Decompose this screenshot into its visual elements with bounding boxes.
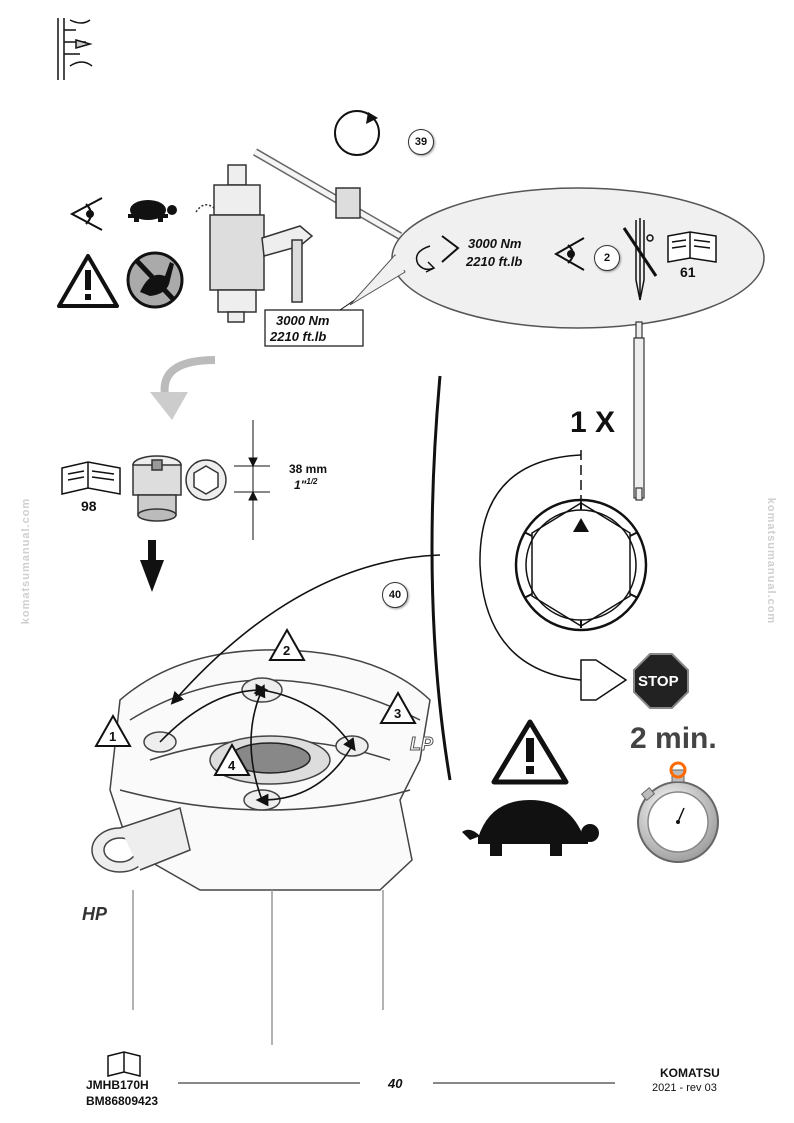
tool-manual-book-icon — [61, 461, 121, 495]
step-ref-40: 40 — [382, 582, 408, 608]
turtle-slow-icon — [128, 200, 177, 222]
torque-callout-bubble — [349, 187, 765, 329]
footer-serial: BM86809423 — [86, 1094, 159, 1108]
rotation-hint-arrow — [150, 356, 216, 420]
warning-triangle-icon — [57, 254, 119, 308]
tool-book-ref: 98 — [81, 498, 97, 514]
callout-book-ref: 61 — [680, 264, 696, 280]
section-seal-icon — [57, 18, 93, 80]
callout-eye-icon — [553, 237, 585, 271]
socket-size-inch: 1"1/2 — [294, 477, 318, 492]
repeat-count: 1 X — [570, 406, 616, 439]
bolt-label-4: 4 — [228, 758, 236, 773]
wait-time: 2 min. — [630, 722, 717, 755]
box-torque-ftlb: 2210 ft.lb — [270, 329, 327, 344]
callout-rotate-icon — [415, 235, 460, 273]
footer-book-icon — [107, 1051, 141, 1077]
rotation-clockwise-icon — [334, 110, 380, 156]
bolt-label-1: 1 — [109, 729, 117, 744]
warning-triangle-large-icon — [491, 719, 569, 785]
side-label-lp: LP — [409, 734, 434, 755]
footer-brand: KOMATSU — [660, 1066, 720, 1080]
footer-revision: 2021 - rev 03 — [652, 1082, 717, 1094]
pump-body — [91, 649, 431, 1045]
callout-torque-nm: 3000 Nm — [468, 236, 522, 251]
callout-torque-ftlb: 2210 ft.lb — [466, 254, 523, 269]
side-label-hp: HP — [82, 904, 108, 924]
socket-tool — [132, 455, 182, 522]
footer-page-number: 40 — [388, 1076, 403, 1091]
bolt-label-2: 2 — [283, 643, 291, 658]
sequence-triangle-2 — [268, 627, 306, 661]
box-torque-nm: 3000 Nm — [276, 313, 330, 328]
tightening-sequence-arrows — [159, 554, 441, 807]
callout-step-ref: 2 — [594, 245, 620, 271]
eye-inspect-icon — [69, 197, 103, 231]
nut-rotation-diagram — [479, 450, 648, 701]
callout-manual-book-icon — [667, 231, 717, 263]
next-step-arrow — [140, 540, 164, 592]
stop-sign-label: STOP — [638, 673, 679, 690]
turtle-slow-large-icon — [462, 800, 599, 856]
bolt-label-3: 3 — [394, 706, 402, 721]
socket-hex-icon — [185, 459, 227, 501]
watermark-left: komatsumanual.com — [20, 497, 33, 625]
extension-bar — [633, 321, 645, 501]
step-ref-39: 39 — [408, 129, 434, 155]
footer-model: JMHB170H — [86, 1078, 149, 1092]
stopwatch-icon — [637, 761, 719, 863]
callout-wrench-icon — [622, 218, 658, 301]
socket-size-mm: 38 mm — [289, 462, 328, 476]
watermark-right: komatsumanual.com — [765, 497, 778, 625]
socket-dimension — [234, 420, 270, 540]
section-divider-curve — [430, 375, 452, 781]
no-fast-rabbit-icon — [126, 251, 184, 309]
torque-multiplier-tool — [195, 148, 403, 323]
sequence-triangle-3 — [379, 690, 417, 724]
sequence-triangle-4 — [213, 742, 251, 776]
stop-sign-icon — [633, 653, 689, 709]
sequence-triangle-1 — [94, 713, 132, 747]
